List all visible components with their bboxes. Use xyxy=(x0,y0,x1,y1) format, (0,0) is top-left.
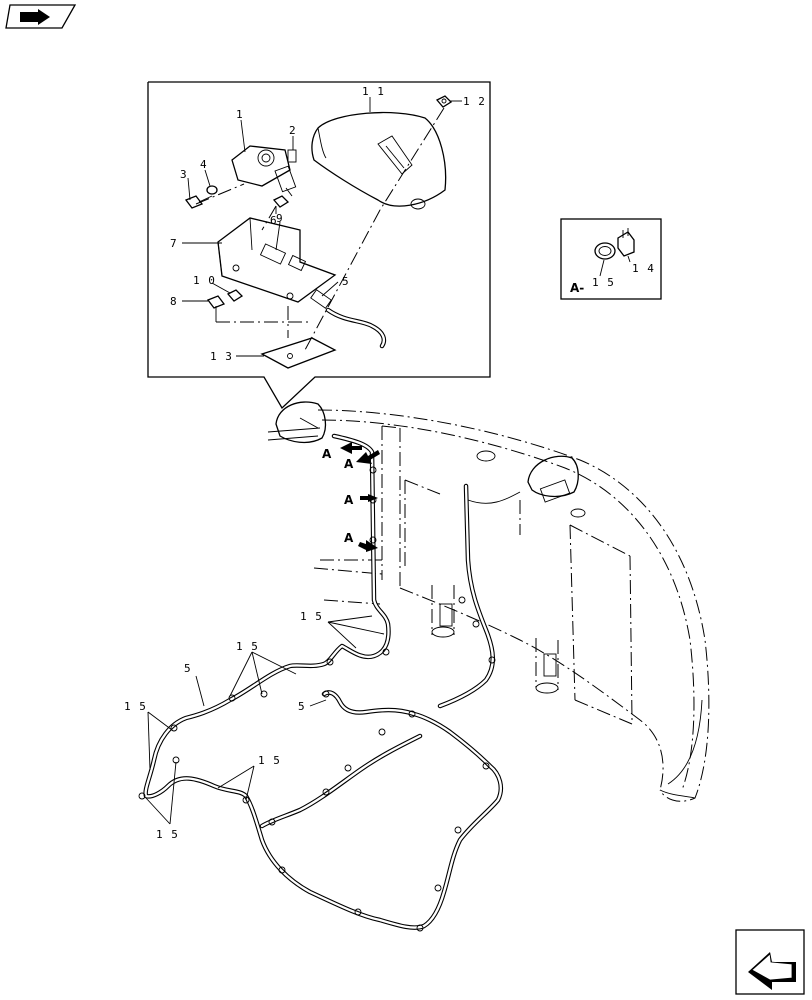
callout-5-c: 5 xyxy=(298,700,306,713)
callout-5: 5 xyxy=(342,275,350,288)
harness-5-branch xyxy=(259,483,521,829)
socket-9 xyxy=(259,243,307,272)
view-a-label-4: A xyxy=(344,531,354,545)
callout-7: 7 xyxy=(170,237,178,250)
washer-4 xyxy=(206,185,218,195)
callout-4: 4 xyxy=(200,158,208,171)
callout-15-e: 1 5 xyxy=(156,828,179,841)
bracket-7 xyxy=(217,217,337,303)
clip-2 xyxy=(287,149,297,163)
callout-14: 1 4 xyxy=(632,262,655,275)
callout-1: 1 xyxy=(236,108,244,121)
detail-box xyxy=(147,81,491,410)
nut-6 xyxy=(272,195,290,208)
next-page-arrow-icon[interactable] xyxy=(735,929,805,995)
callout-15: 1 5 xyxy=(592,276,615,289)
screw-12 xyxy=(435,95,453,108)
rear-panel xyxy=(267,409,710,802)
view-a-label: A- xyxy=(570,281,584,295)
view-a-label-3: A xyxy=(344,493,354,507)
work-lamp-right xyxy=(527,455,579,498)
callout-5-b: 5 xyxy=(184,662,192,675)
nut-10 xyxy=(226,289,244,302)
callout-12: 1 2 xyxy=(463,95,486,108)
callout-11: 1 1 xyxy=(362,85,385,98)
callout-8: 8 xyxy=(170,295,178,308)
bolt-8 xyxy=(206,295,226,322)
callout-2: 2 xyxy=(289,124,297,137)
callout-15-b: 1 5 xyxy=(236,640,259,653)
leaders-detail xyxy=(182,97,462,357)
book-arrow-icon[interactable] xyxy=(5,4,77,29)
callout-13: 1 3 xyxy=(210,350,233,363)
bolt-3 xyxy=(184,195,213,209)
callout-10: 1 0 xyxy=(193,274,216,287)
light-cover-11 xyxy=(311,111,447,210)
harness-clips xyxy=(138,466,496,932)
view-a-box xyxy=(560,218,662,300)
lamp-housing-1 xyxy=(231,145,297,197)
callout-3: 3 xyxy=(180,168,188,181)
callout-15-c: 1 5 xyxy=(124,700,147,713)
view-a-label-2: A xyxy=(344,457,354,471)
harness-5-detail xyxy=(310,289,387,349)
callout-15-a: 1 5 xyxy=(300,610,323,623)
callout-9: 9 xyxy=(276,212,284,225)
view-a-label-1: A xyxy=(322,447,332,461)
leaders-main xyxy=(145,615,385,825)
pad-13 xyxy=(260,337,337,369)
callout-6: 6 xyxy=(270,214,278,227)
harness-5-main xyxy=(143,433,503,930)
work-lamp-left xyxy=(275,401,327,444)
callout-15-d: 1 5 xyxy=(258,754,281,767)
view-a-arrows xyxy=(340,442,380,552)
